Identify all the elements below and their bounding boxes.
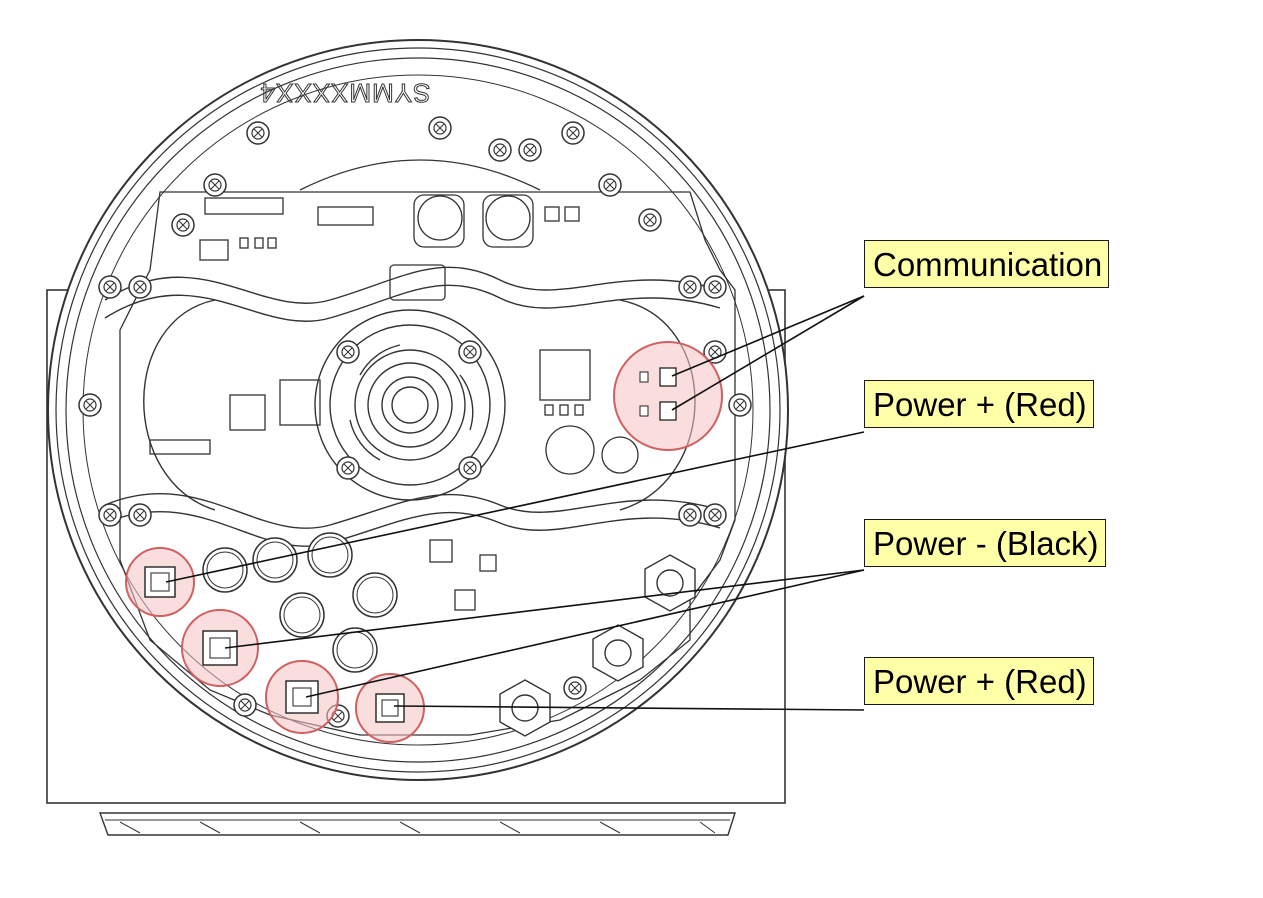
power-minus-highlight-1	[181, 609, 259, 687]
callout-power-plus-red-1: Power + (Red)	[864, 380, 1094, 428]
callout-power-minus-black: Power - (Black)	[864, 519, 1106, 567]
center-hub	[314, 309, 506, 501]
communication-highlight	[613, 341, 723, 451]
hex-terminals	[499, 554, 696, 737]
power-minus-highlight-2	[265, 660, 339, 734]
motor-face	[47, 39, 789, 781]
callout-communication: Communication	[864, 240, 1110, 288]
leader-lines	[165, 295, 865, 711]
engraving-label: SYMMXXXX4	[260, 78, 431, 108]
power-plus-highlight-1	[125, 547, 195, 617]
power-plus-highlight-2	[355, 673, 425, 743]
callout-power-plus-red-2: Power + (Red)	[864, 657, 1094, 705]
